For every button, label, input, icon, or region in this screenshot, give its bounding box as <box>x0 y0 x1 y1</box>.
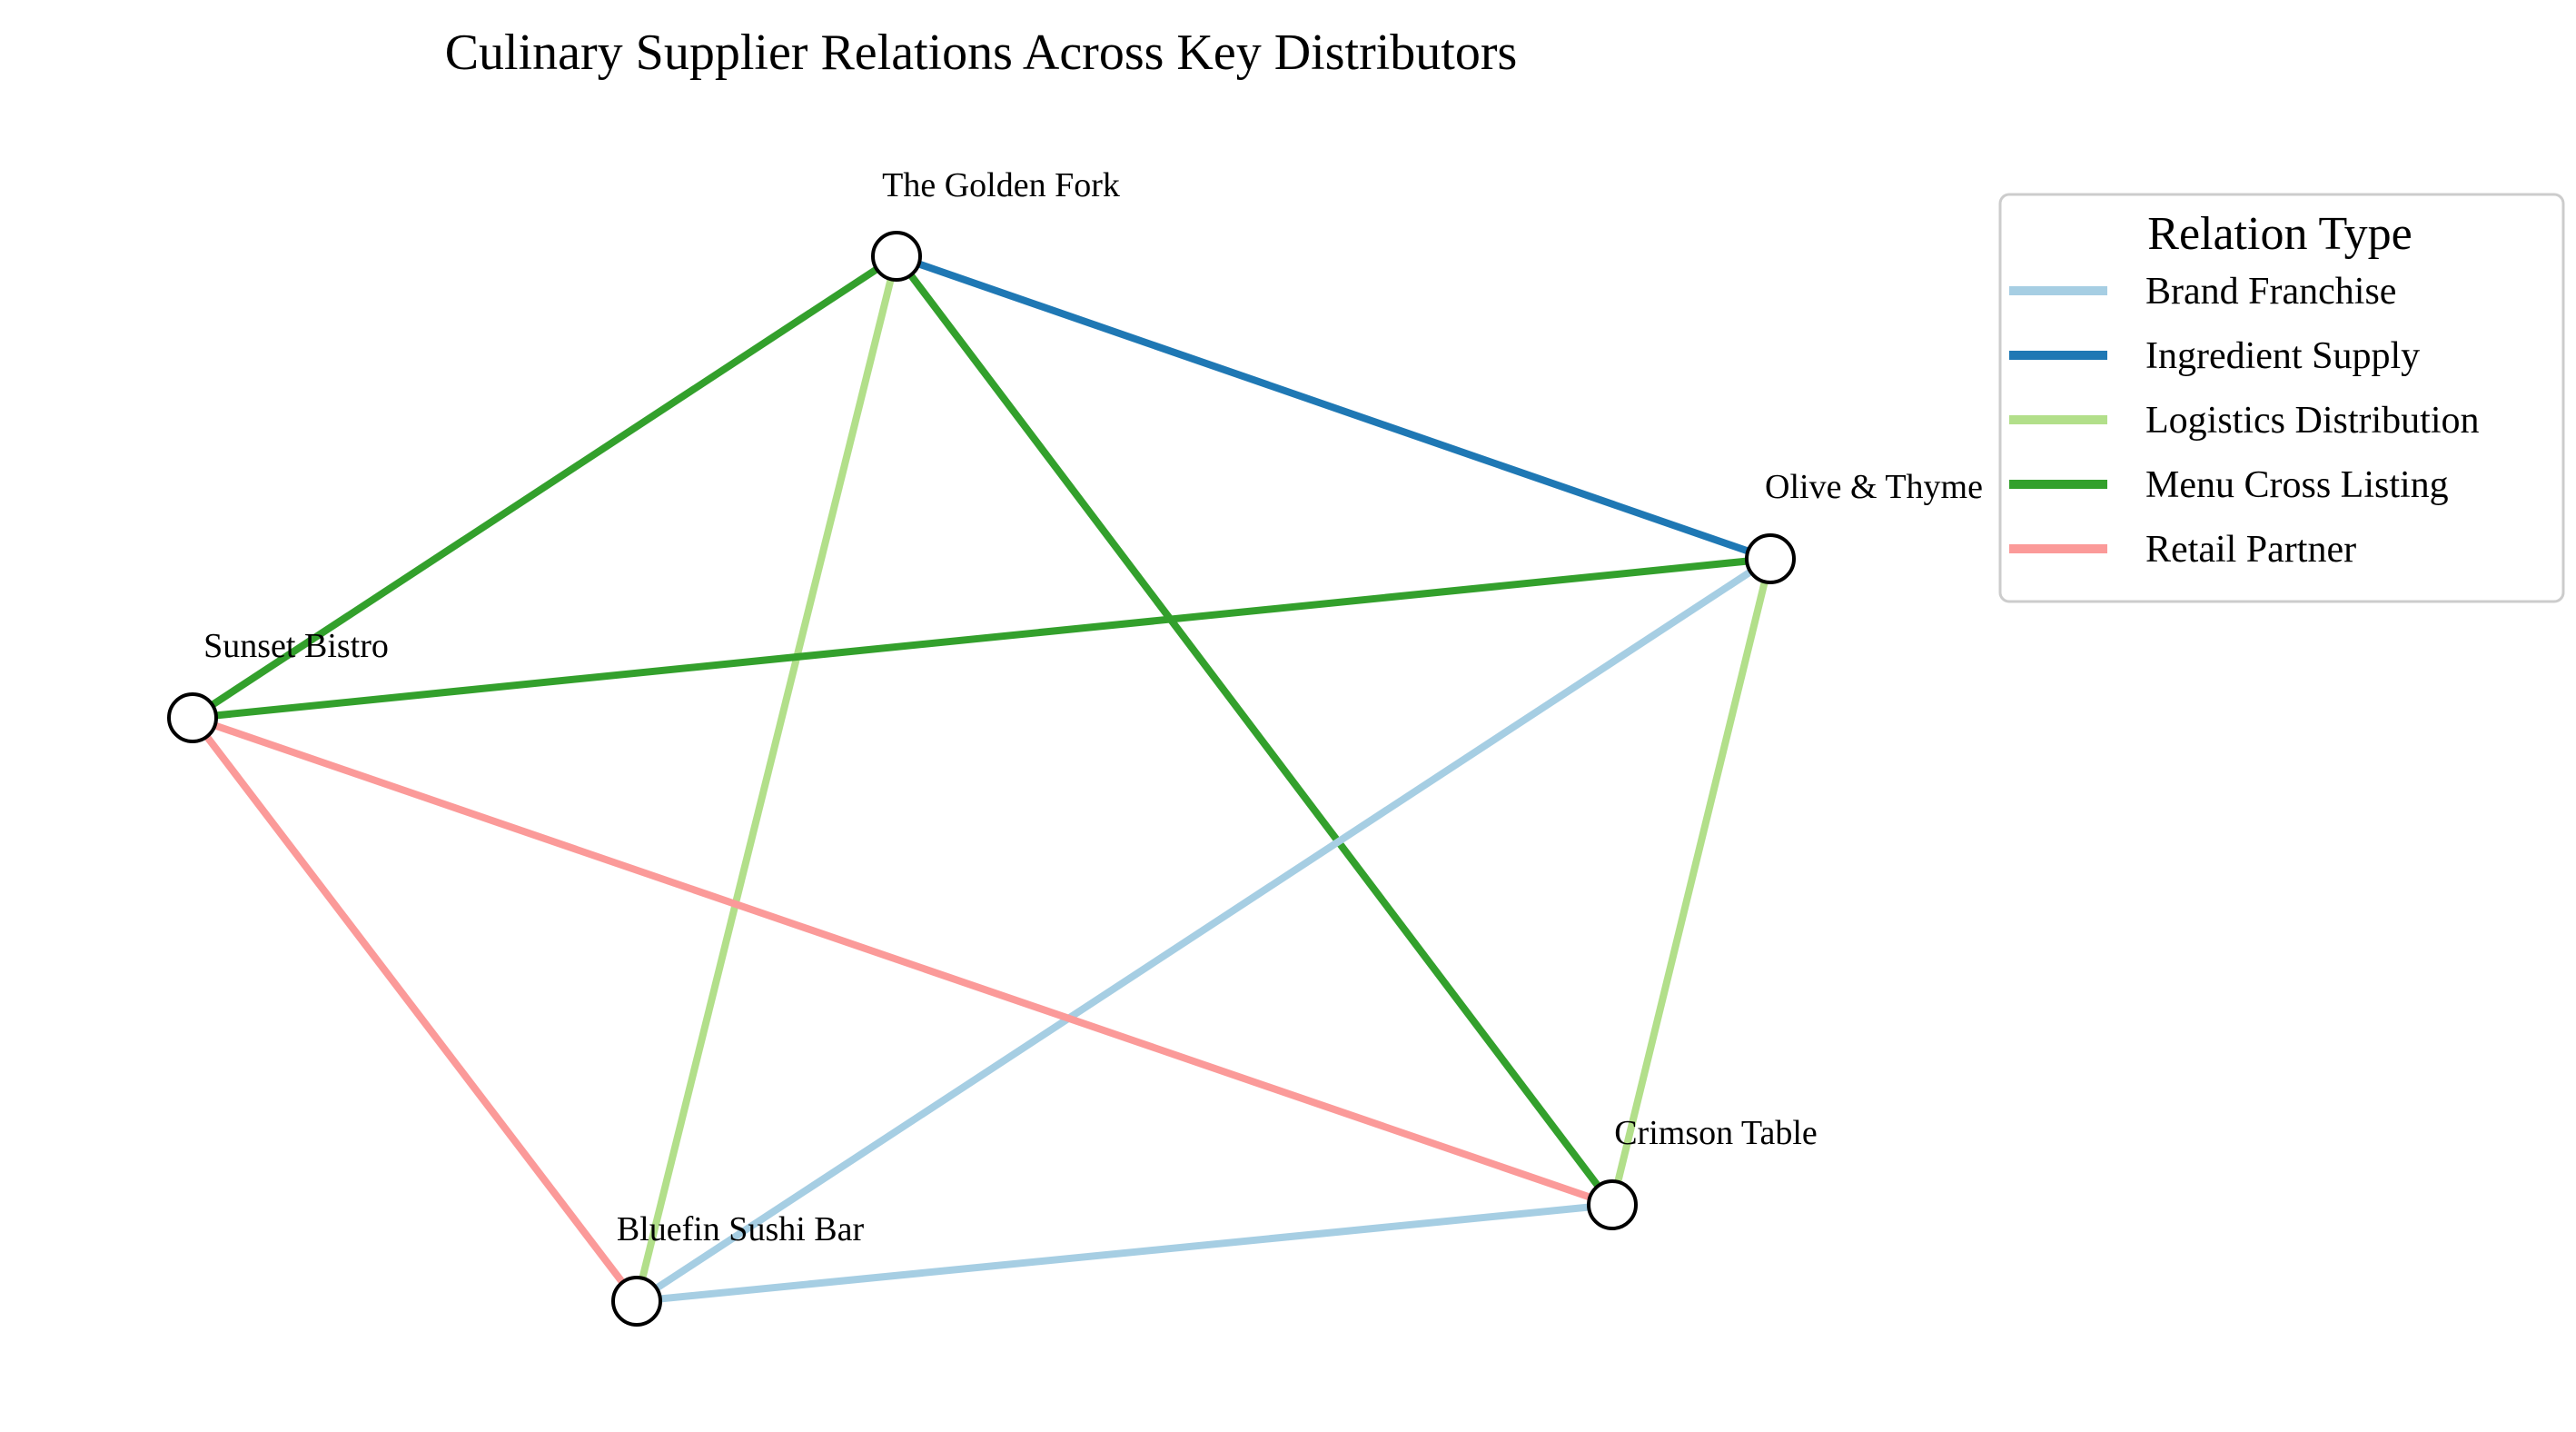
nodes-layer <box>167 231 1796 1327</box>
edge-golden_fork-olive_thyme <box>895 253 1772 562</box>
legend-label-retail_partner: Retail Partner <box>2145 529 2356 571</box>
node-label-golden_fork: The Golden Fork <box>882 166 1120 204</box>
edge-golden_fork-sunset_bistro <box>190 253 899 721</box>
node-label-bluefin: Bluefin Sushi Bar <box>617 1210 865 1248</box>
diagram-title: Culinary Supplier Relations Across Key D… <box>445 25 1518 81</box>
edge-olive_thyme-bluefin <box>634 555 1773 1305</box>
legend-label-menu_cross_listing: Menu Cross Listing <box>2145 464 2449 506</box>
node-bluefin <box>611 1276 662 1327</box>
node-olive_thyme <box>1745 533 1796 584</box>
edge-olive_thyme-sunset_bistro <box>192 555 1771 721</box>
node-label-crimson_table: Crimson Table <box>1614 1114 1818 1152</box>
node-golden_fork <box>871 231 922 282</box>
edge-sunset_bistro-crimson_table <box>191 714 1614 1208</box>
edge-olive_thyme-crimson_table <box>1609 558 1774 1206</box>
edge-sunset_bistro-bluefin <box>189 715 640 1304</box>
legend-label-brand_franchise: Brand Franchise <box>2145 271 2396 313</box>
legend-label-logistics_distribution: Logistics Distribution <box>2145 400 2480 442</box>
legend-frame <box>1998 193 2565 603</box>
legend-label-ingredient_supply: Ingredient Supply <box>2145 335 2420 377</box>
edge-crimson_table-bluefin <box>636 1201 1613 1305</box>
node-label-olive_thyme: Olive & Thyme <box>1765 468 1983 506</box>
legend: Relation Type Brand FranchiseIngredient … <box>1998 193 2565 603</box>
legend-title: Relation Type <box>2147 208 2412 260</box>
node-label-sunset_bistro: Sunset Bistro <box>203 627 389 665</box>
node-crimson_table <box>1587 1179 1638 1230</box>
edge-golden_fork-crimson_table <box>893 254 1616 1208</box>
node-sunset_bistro <box>167 692 218 743</box>
edges-layer <box>189 253 1774 1305</box>
edge-golden_fork-bluefin <box>633 255 900 1302</box>
